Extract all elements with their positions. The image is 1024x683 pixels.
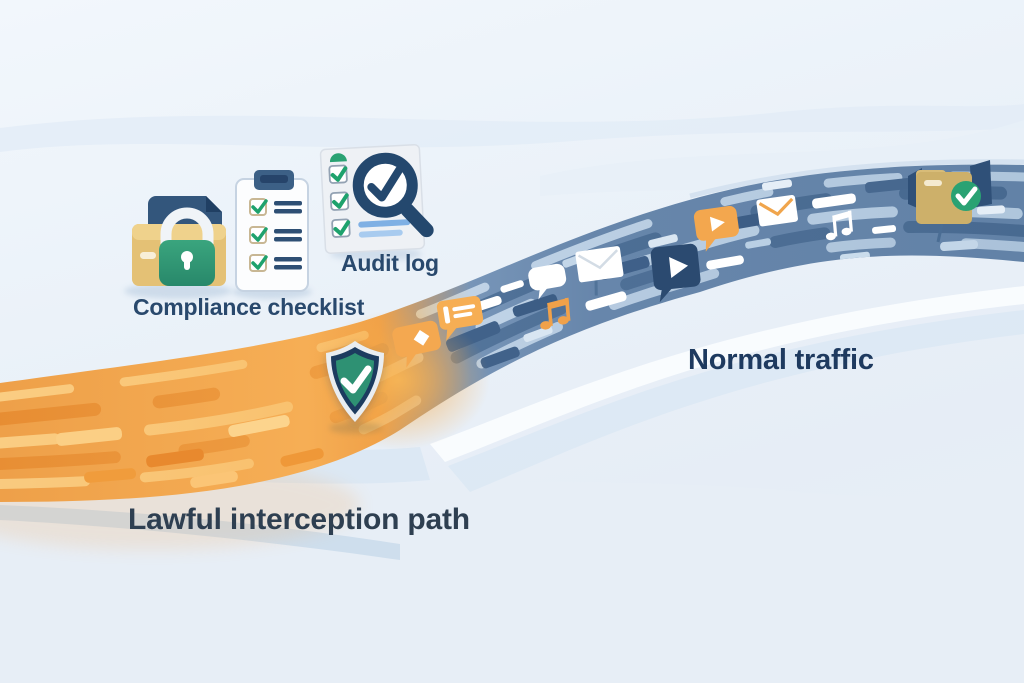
music-note-white-icon (825, 210, 853, 241)
folder-verified-icon (908, 160, 992, 243)
compliance-checklist-icon (232, 170, 312, 299)
audit-log-icon (319, 143, 434, 261)
audit-log-label: Audit log (341, 250, 439, 276)
video-play-bubble-icon (650, 243, 701, 303)
compliance-checklist-label: Compliance checklist (133, 294, 365, 320)
chat-bubble-diamond-icon (392, 320, 441, 368)
magnifier-check-icon (352, 152, 434, 238)
music-note-orange-icon (540, 297, 571, 330)
secure-archive-lock-icon (124, 196, 232, 299)
envelope-white-icon (575, 246, 624, 296)
lawful-interception-path-label: Lawful interception path (128, 503, 470, 536)
envelope-flap-icon (756, 194, 798, 227)
normal-traffic-label: Normal traffic (688, 344, 874, 376)
shield-check-icon (326, 341, 384, 434)
